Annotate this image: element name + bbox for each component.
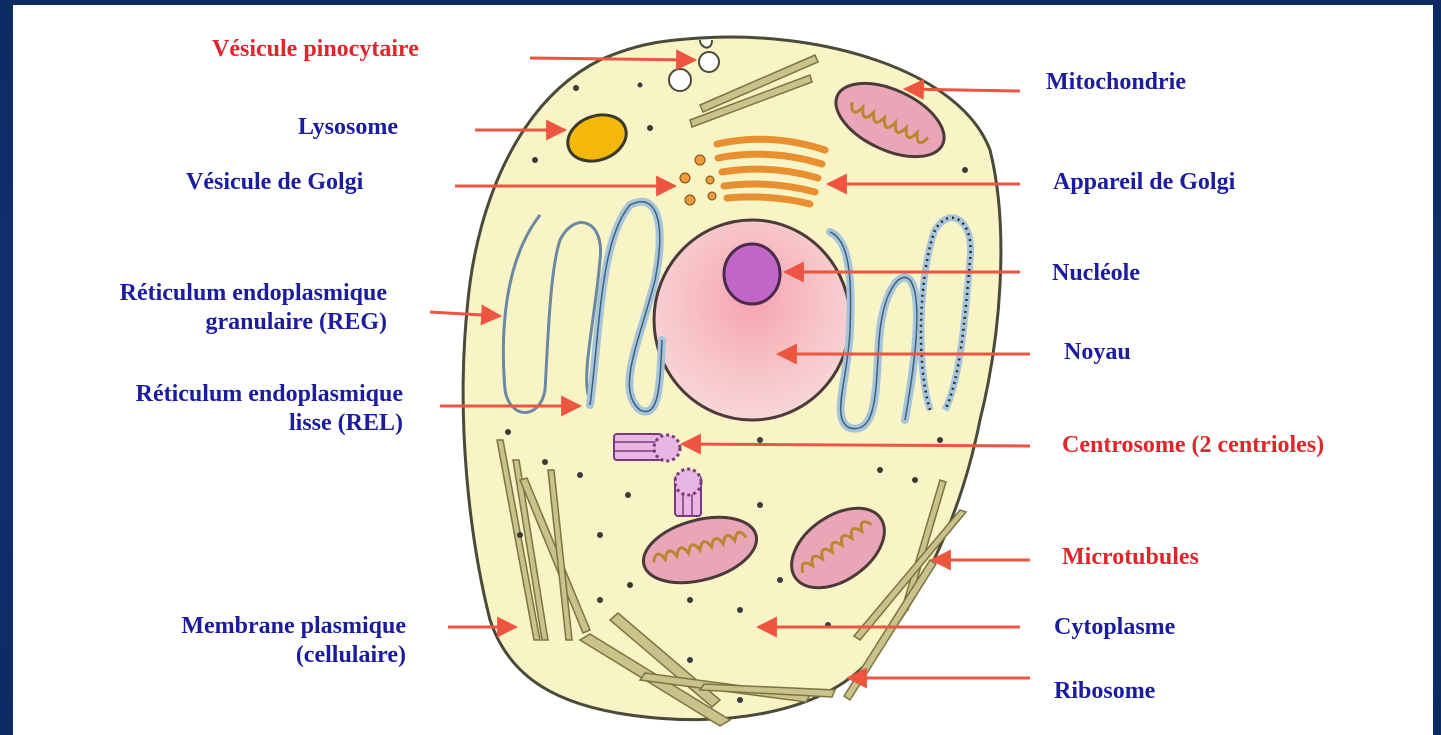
label-nucleole: Nucléole bbox=[1052, 259, 1140, 288]
arrow-vesicule-pinocytaire bbox=[530, 58, 695, 60]
label-membrane: Membrane plasmique (cellulaire) bbox=[98, 612, 406, 670]
label-mitochondrie: Mitochondrie bbox=[1046, 68, 1186, 97]
label-centrosome: Centrosome (2 centrioles) bbox=[1062, 431, 1324, 460]
label-lysosome: Lysosome bbox=[298, 113, 398, 142]
label-reg: Réticulum endoplasmique granulaire (REG) bbox=[22, 279, 387, 337]
arrow-centrosome bbox=[682, 444, 1030, 446]
label-ribosome: Ribosome bbox=[1054, 677, 1155, 706]
label-rel: Réticulum endoplasmique lisse (REL) bbox=[38, 380, 403, 438]
label-vesicule-pinocytaire: Vésicule pinocytaire bbox=[212, 35, 419, 64]
label-microtubules: Microtubules bbox=[1062, 543, 1199, 572]
label-vesicule-golgi: Vésicule de Golgi bbox=[186, 168, 363, 197]
label-cytoplasme: Cytoplasme bbox=[1054, 613, 1175, 642]
arrow-mitochondrie bbox=[905, 89, 1020, 91]
nucleolus bbox=[724, 244, 780, 304]
label-appareil-golgi: Appareil de Golgi bbox=[1053, 168, 1235, 197]
label-noyau: Noyau bbox=[1064, 338, 1131, 367]
